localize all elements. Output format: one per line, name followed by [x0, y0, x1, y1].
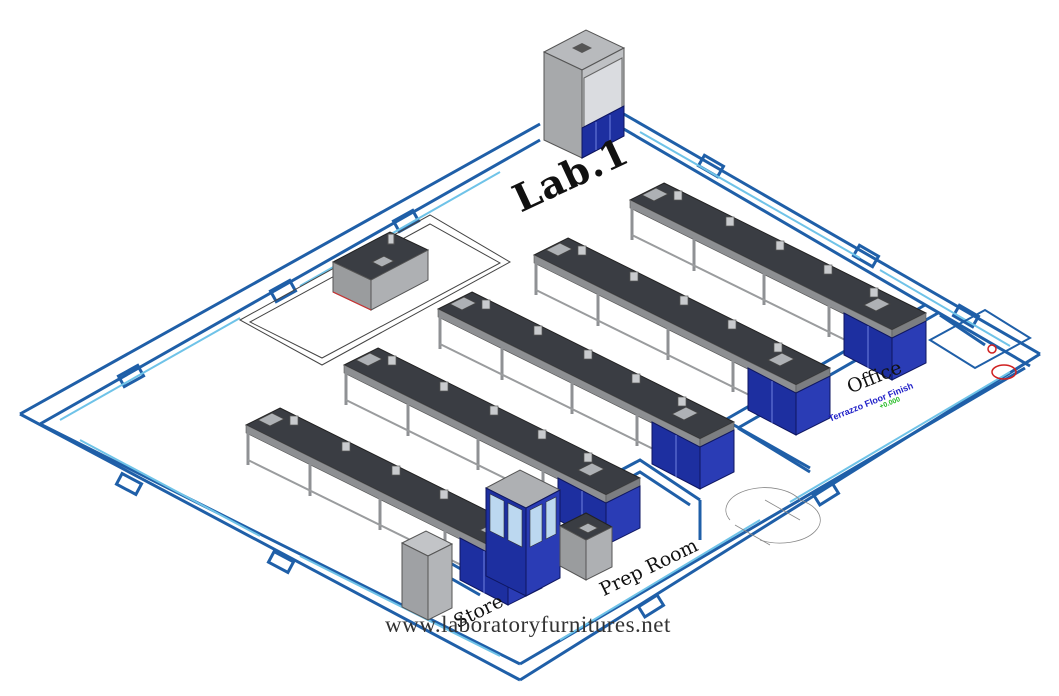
window-glazing: [59, 131, 1011, 657]
sink-icon: [370, 255, 396, 268]
faucet-icon: [387, 233, 395, 245]
store-cabinet: [400, 530, 454, 621]
outer-walls: [19, 111, 1041, 682]
fume-hood: [542, 29, 626, 159]
island-bench: [331, 231, 430, 311]
door-swing-icon: [725, 487, 821, 546]
toilet-icon: [928, 308, 1032, 380]
prep-bench: [558, 512, 614, 581]
watermark-url: www.laboratoryfurnitures.net: [385, 612, 671, 637]
glass-storage-cabinet: [484, 469, 562, 597]
